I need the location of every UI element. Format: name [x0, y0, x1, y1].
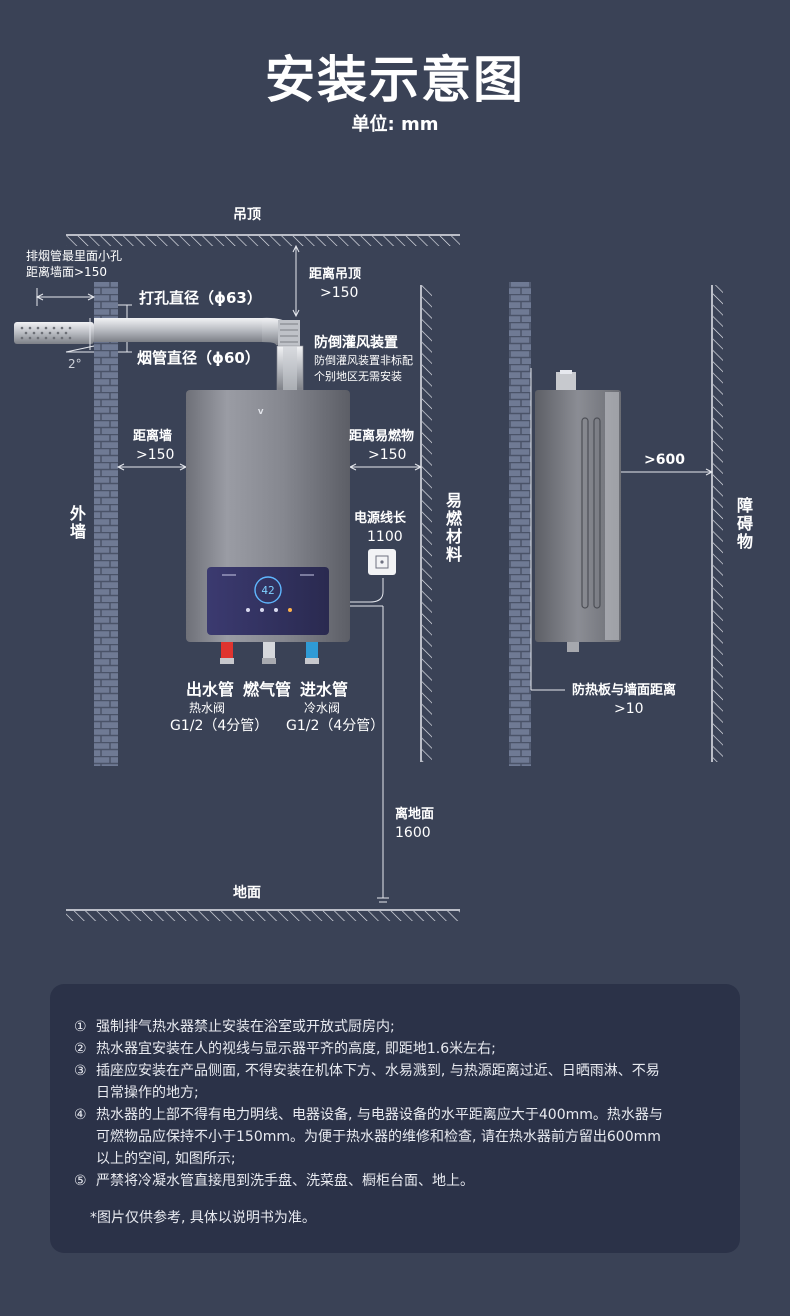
ceiling-distance-value: >150	[320, 285, 359, 301]
water-heater-side	[535, 370, 621, 652]
obstacle-wall	[711, 285, 723, 762]
panel-display-value: 42	[261, 584, 274, 597]
ceiling-label: 吊顶	[233, 207, 261, 223]
outer-brick-wall	[94, 282, 118, 766]
front-clearance-value: >600	[644, 452, 685, 468]
obstacle-label: 障碍物	[734, 497, 753, 551]
power-cord-value: 1100	[367, 529, 403, 545]
hot-spec-label: G1/2（4分管）	[170, 718, 269, 734]
heat-shield-value: >10	[614, 701, 644, 717]
power-outlet	[368, 549, 396, 575]
dimension-lines	[35, 244, 714, 903]
hot-valve-label: 热水阀	[189, 701, 226, 715]
angle-label: 2°	[68, 357, 82, 371]
ceiling-line	[66, 234, 460, 246]
hole-diameter-label: 打孔直径（ϕ63）	[139, 289, 262, 307]
svg-text:V: V	[258, 408, 264, 416]
flammable-material-label: 易燃材料	[443, 492, 462, 564]
floor-distance-label: 离地面	[395, 807, 435, 822]
side-brick-wall	[509, 282, 531, 766]
wall-distance-value: >150	[136, 447, 175, 463]
gas-pipe-label: 燃气管	[243, 680, 292, 699]
flammable-distance-label: 距离易燃物	[349, 429, 415, 444]
footnote: *图片仅供参考, 具体以说明书为准。	[90, 1210, 316, 1226]
heat-shield-label: 防热板与墙面距离	[572, 683, 677, 698]
outlet-pipe-label: 出水管	[186, 680, 235, 699]
floor-line	[66, 909, 460, 921]
flammable-wall	[420, 285, 432, 762]
ceiling-distance-label: 距离吊顶	[309, 267, 362, 282]
flammable-distance-value: >150	[368, 447, 407, 463]
water-heater-front: 42 V	[186, 390, 350, 664]
outer-wall-label: 外墙	[67, 505, 86, 541]
pipe-diameter-label: 烟管直径（ϕ60）	[137, 349, 260, 367]
wall-distance-label: 距离墙	[133, 429, 173, 444]
cold-spec-label: G1/2（4分管）	[286, 718, 385, 734]
page-title: 安装示意图	[265, 51, 525, 109]
exhaust-hole-note-2: 距离墙面>150	[26, 265, 107, 279]
inlet-pipe-label: 进水管	[300, 680, 349, 699]
power-cord-label: 电源线长	[354, 511, 407, 526]
cold-valve-label: 冷水阀	[304, 701, 341, 715]
anti-backdraft-note-2: 个别地区无需安装	[314, 370, 402, 383]
notes-panel	[50, 984, 740, 1253]
floor-distance-value: 1600	[395, 825, 431, 841]
anti-backdraft-note-1: 防倒灌风装置非标配	[314, 354, 413, 367]
floor-label: 地面	[233, 885, 261, 901]
exhaust-pipe	[14, 317, 304, 391]
installation-diagram: 42 V	[14, 234, 723, 921]
exhaust-hole-note-1: 排烟管最里面小孔	[26, 249, 123, 263]
anti-backdraft-label: 防倒灌风装置	[314, 335, 398, 351]
unit-label: 单位: mm	[351, 114, 439, 135]
